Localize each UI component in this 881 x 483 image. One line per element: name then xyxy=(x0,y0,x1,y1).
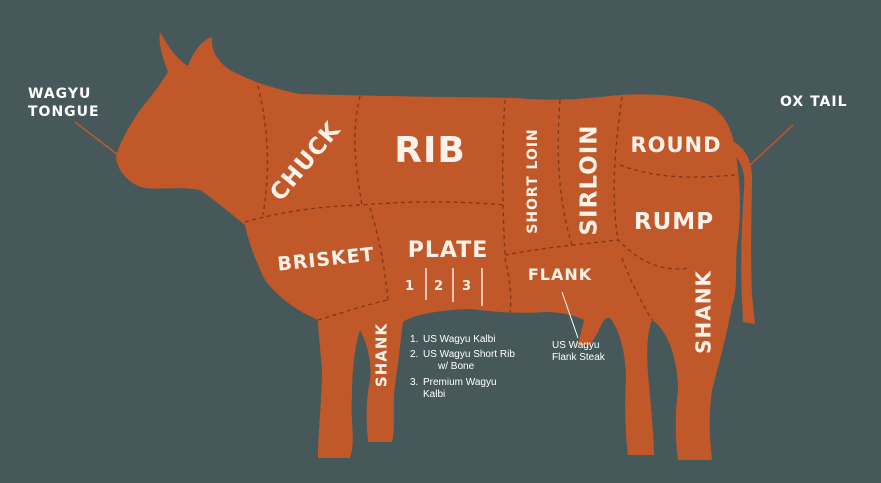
cut-label-shank-rear: SHANK xyxy=(692,270,716,354)
cut-label-short-loin: SHORT LOIN xyxy=(525,128,541,234)
oxtail-label: OX TAIL xyxy=(780,94,848,110)
flank-note: US Wagyu Flank Steak xyxy=(552,340,606,363)
tongue-pointer-line xyxy=(75,122,118,155)
oxtail-pointer-line xyxy=(750,125,793,165)
plate-section-2: 2 xyxy=(434,279,444,294)
plate-note-2-num: 2. xyxy=(410,349,418,360)
plate-note-1-num: 1. xyxy=(410,334,418,345)
cut-label-rump: RUMP xyxy=(634,209,714,235)
cut-label-sirloin: SIRLOIN xyxy=(577,124,603,235)
cut-label-round: ROUND xyxy=(630,133,721,157)
flank-note-line2: Flank Steak xyxy=(552,352,606,363)
cut-label-flank: FLANK xyxy=(528,265,592,284)
cut-label-plate: PLATE xyxy=(408,238,489,263)
plate-note-1-line1: US Wagyu Kalbi xyxy=(423,334,495,345)
cut-label-shank-front: SHANK xyxy=(373,323,391,388)
tongue-label-line1: WAGYU xyxy=(28,86,91,102)
plate-note-3-line2: Kalbi xyxy=(423,389,445,400)
plate-note-3-num: 3. xyxy=(410,377,418,388)
plate-section-1: 1 xyxy=(405,279,415,294)
plate-note-2-line2: w/ Bone xyxy=(437,361,475,372)
plate-section-3: 3 xyxy=(462,279,472,294)
flank-note-line1: US Wagyu xyxy=(552,340,599,351)
cut-label-rib: RIB xyxy=(394,130,466,171)
plate-note-3-line1: Premium Wagyu xyxy=(423,377,497,388)
tongue-label-line2: TONGUE xyxy=(28,104,100,120)
plate-notes: 1. US Wagyu Kalbi 2. US Wagyu Short Rib … xyxy=(410,334,515,400)
plate-note-2-line1: US Wagyu Short Rib xyxy=(423,349,515,360)
